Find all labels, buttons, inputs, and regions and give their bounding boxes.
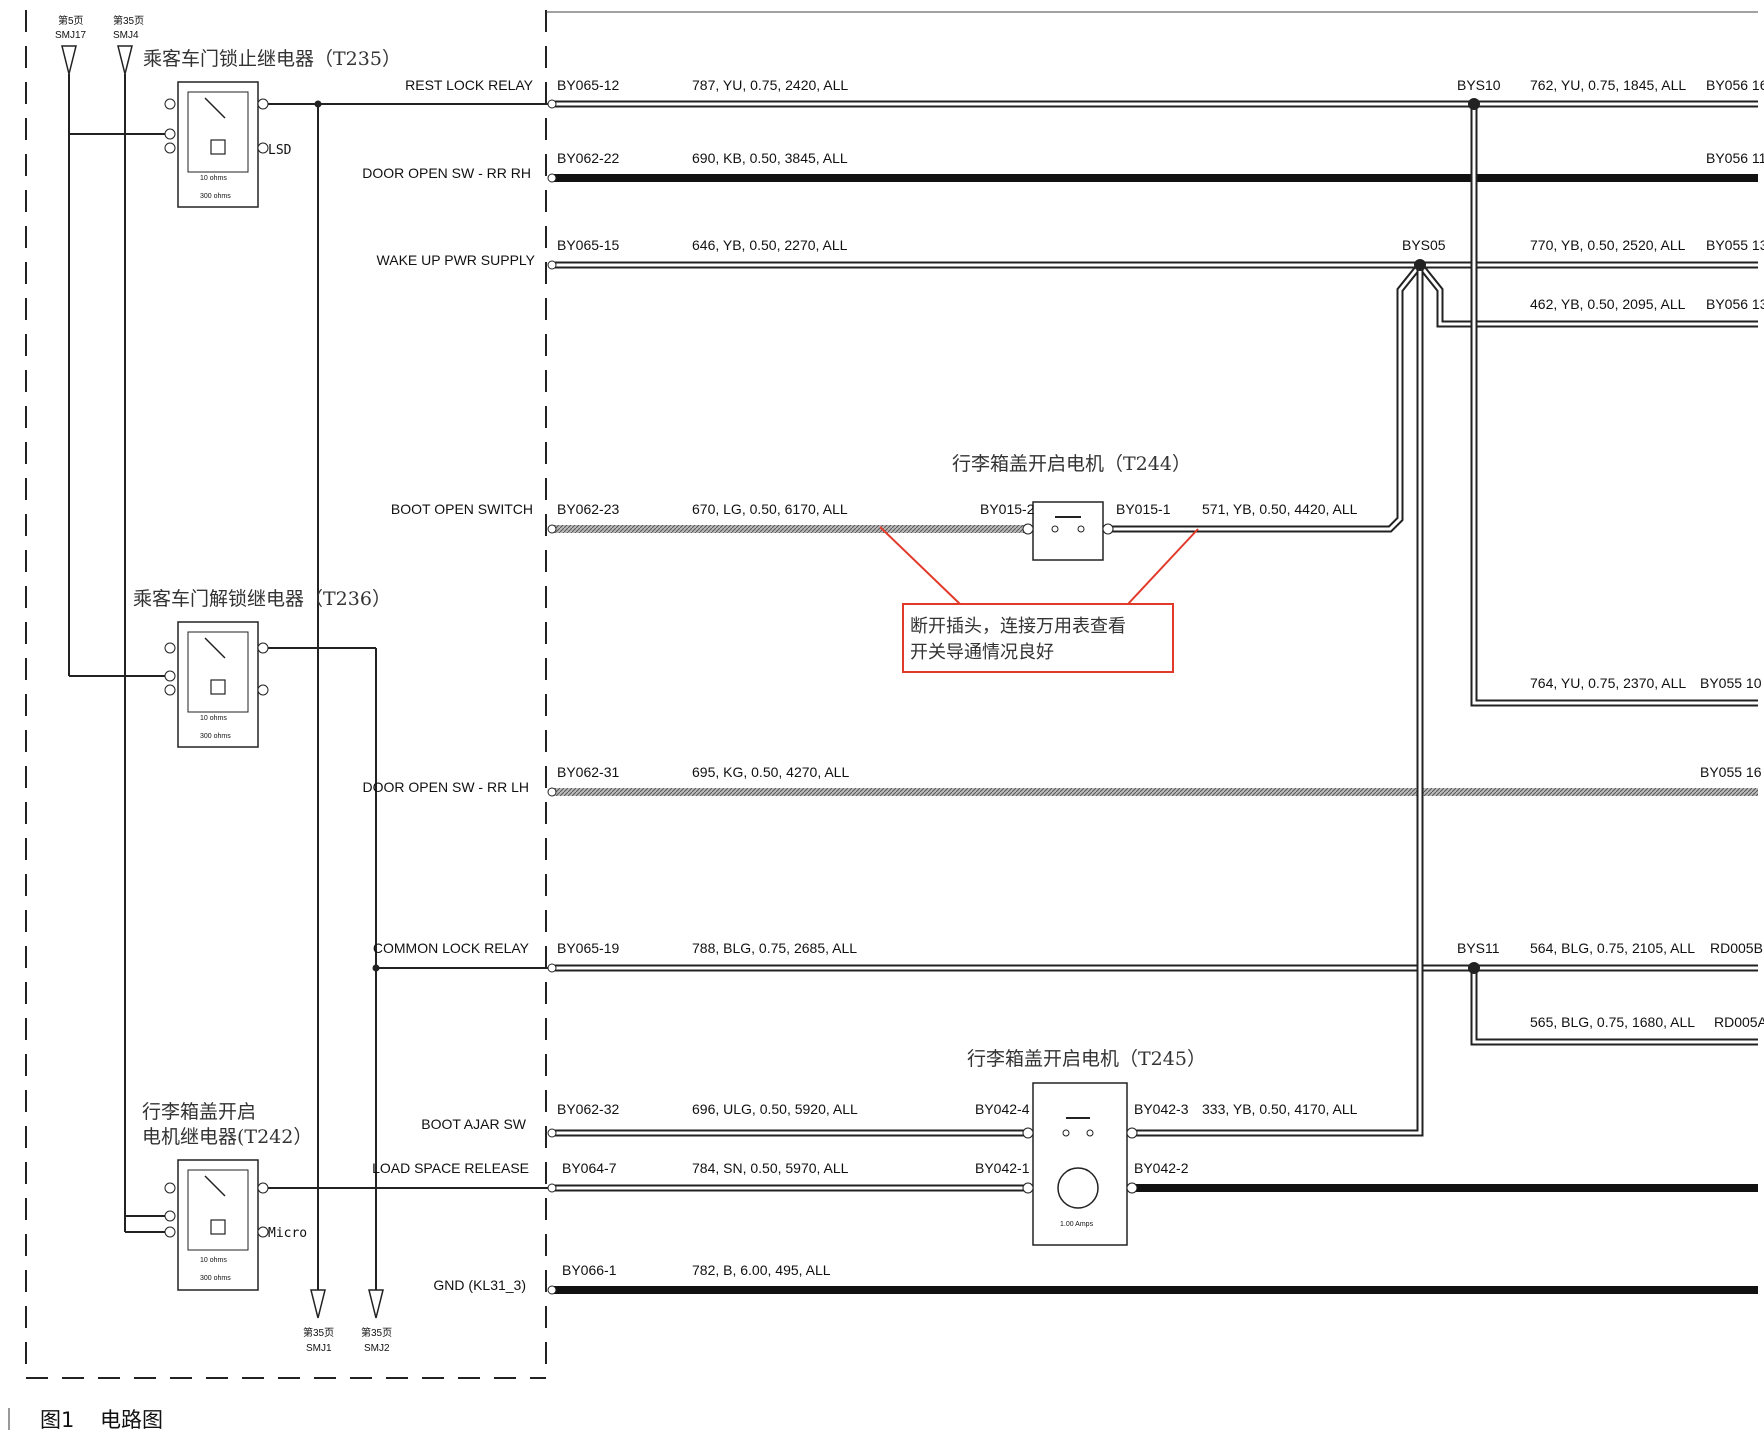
svg-text:564, BLG, 0.75, 2105, ALL: 564, BLG, 0.75, 2105, ALL — [1530, 940, 1695, 956]
svg-text:图1: 图1 — [40, 1408, 74, 1432]
svg-text:DOOR OPEN SW - RR LH: DOOR OPEN SW - RR LH — [363, 779, 529, 795]
svg-text:BY042-2: BY042-2 — [1134, 1160, 1189, 1176]
right-connector-labels: BY056 16 BY056 11 BY055 13 BY056 13 BY05… — [1700, 77, 1764, 1030]
svg-text:770, YB, 0.50, 2520, ALL: 770, YB, 0.50, 2520, ALL — [1530, 237, 1686, 253]
svg-text:10 ohms: 10 ohms — [200, 1257, 227, 1264]
svg-text:BY066-1: BY066-1 — [562, 1262, 617, 1278]
svg-text:1.00 Amps: 1.00 Amps — [1060, 1221, 1094, 1228]
svg-text:462, YB, 0.50, 2095, ALL: 462, YB, 0.50, 2095, ALL — [1530, 296, 1686, 312]
motor-t245: 行李箱盖开启电机（T245） 1.00 Amps BY042-4 BY042-3… — [967, 1048, 1206, 1246]
svg-text:SMJ4: SMJ4 — [113, 30, 139, 41]
svg-text:10 ohms: 10 ohms — [200, 175, 227, 182]
module-boundary — [25, 10, 1758, 1379]
svg-text:BY065-19: BY065-19 — [557, 940, 619, 956]
svg-text:BY042-3: BY042-3 — [1134, 1101, 1189, 1117]
svg-text:第35页: 第35页 — [113, 14, 144, 27]
splice-labels: BYS10 BYS05 BYS11 — [1402, 77, 1501, 956]
svg-text:696, ULG, 0.50, 5920, ALL: 696, ULG, 0.50, 5920, ALL — [692, 1101, 858, 1117]
wire-labels: 787, YU, 0.75, 2420, ALL 690, KB, 0.50, … — [692, 77, 1695, 1278]
svg-text:第35页: 第35页 — [361, 1326, 392, 1339]
svg-text:695, KG, 0.50, 4270, ALL: 695, KG, 0.50, 4270, ALL — [692, 764, 849, 780]
switch-t244: 行李箱盖开启电机（T244） BY015-2 BY015-1 — [952, 453, 1191, 561]
svg-text:LSD: LSD — [268, 143, 292, 158]
svg-text:BY042-1: BY042-1 — [975, 1160, 1030, 1176]
svg-text:300 ohms: 300 ohms — [200, 193, 231, 200]
svg-text:571, YB, 0.50, 4420, ALL: 571, YB, 0.50, 4420, ALL — [1202, 501, 1358, 517]
svg-text:782, B, 6.00, 495, ALL: 782, B, 6.00, 495, ALL — [692, 1262, 831, 1278]
svg-text:BY056 13: BY056 13 — [1706, 296, 1764, 312]
pin-labels: BY065-12 BY062-22 BY065-15 BY062-23 BY06… — [557, 77, 619, 1278]
page-ref-top-right: 第35页 SMJ4 — [113, 14, 144, 1232]
svg-text:电机继电器(T242）: 电机继电器(T242） — [142, 1126, 312, 1148]
svg-text:SMJ1: SMJ1 — [306, 1343, 332, 1354]
svg-text:BYS05: BYS05 — [1402, 237, 1446, 253]
svg-text:300 ohms: 300 ohms — [200, 733, 231, 740]
svg-text:BYS11: BYS11 — [1457, 940, 1500, 956]
relay-t242: 行李箱盖开启 电机继电器(T242） 10 ohms 300 ohms Micr… — [125, 1101, 548, 1291]
svg-text:BY056 16: BY056 16 — [1706, 77, 1764, 93]
svg-text:REST LOCK RELAY: REST LOCK RELAY — [405, 77, 534, 93]
svg-text:WAKE UP PWR SUPPLY: WAKE UP PWR SUPPLY — [377, 252, 536, 268]
svg-text:GND (KL31_3): GND (KL31_3) — [433, 1277, 526, 1293]
svg-text:690, KB, 0.50, 3845, ALL: 690, KB, 0.50, 3845, ALL — [692, 150, 848, 166]
svg-text:BY056 11: BY056 11 — [1706, 150, 1764, 166]
svg-text:第5页: 第5页 — [58, 14, 84, 27]
svg-text:333, YB, 0.50, 4170, ALL: 333, YB, 0.50, 4170, ALL — [1202, 1101, 1358, 1117]
svg-text:BY055 10: BY055 10 — [1700, 675, 1762, 691]
svg-text:SMJ2: SMJ2 — [364, 1343, 390, 1354]
svg-text:787, YU, 0.75, 2420, ALL: 787, YU, 0.75, 2420, ALL — [692, 77, 848, 93]
svg-text:300 ohms: 300 ohms — [200, 1275, 231, 1282]
signal-labels: REST LOCK RELAY DOOR OPEN SW - RR RH WAK… — [362, 77, 535, 1293]
svg-text:SMJ17: SMJ17 — [55, 30, 87, 41]
wire-bundles — [547, 98, 1758, 1295]
svg-text:762, YU, 0.75, 1845, ALL: 762, YU, 0.75, 1845, ALL — [1530, 77, 1686, 93]
svg-text:646, YB, 0.50, 2270, ALL: 646, YB, 0.50, 2270, ALL — [692, 237, 848, 253]
svg-text:BY065-12: BY065-12 — [557, 77, 619, 93]
page-ref-top-left: 第5页 SMJ17 — [55, 14, 87, 676]
svg-text:BY062-23: BY062-23 — [557, 501, 619, 517]
svg-text:行李箱盖开启电机（T245）: 行李箱盖开启电机（T245） — [967, 1048, 1206, 1070]
svg-text:行李箱盖开启: 行李箱盖开启 — [142, 1101, 256, 1123]
svg-text:乘客车门解锁继电器（T236）: 乘客车门解锁继电器（T236） — [133, 588, 391, 610]
svg-text:BY042-4: BY042-4 — [975, 1101, 1030, 1117]
svg-text:10 ohms: 10 ohms — [200, 715, 227, 722]
svg-text:BY062-32: BY062-32 — [557, 1101, 619, 1117]
svg-text:BOOT OPEN SWITCH: BOOT OPEN SWITCH — [391, 501, 533, 517]
svg-text:LOAD SPACE RELEASE: LOAD SPACE RELEASE — [372, 1160, 529, 1176]
svg-text:BY065-15: BY065-15 — [557, 237, 619, 253]
svg-text:第35页: 第35页 — [303, 1326, 334, 1339]
svg-text:DOOR OPEN SW - RR RH: DOOR OPEN SW - RR RH — [362, 165, 531, 181]
relay-t236: 乘客车门解锁继电器（T236） 10 ohms 300 ohms — [69, 588, 548, 1290]
svg-text:电路图: 电路图 — [100, 1408, 163, 1432]
svg-text:784, SN, 0.50, 5970, ALL: 784, SN, 0.50, 5970, ALL — [692, 1160, 849, 1176]
svg-text:BY064-7: BY064-7 — [562, 1160, 617, 1176]
svg-text:开关导通情况良好: 开关导通情况良好 — [910, 642, 1054, 663]
figure-caption: 图1 电路图 — [8, 1408, 163, 1432]
page-ref-bottom-right: 第35页 SMJ2 — [361, 1289, 392, 1354]
svg-text:BY015-1: BY015-1 — [1116, 501, 1171, 517]
svg-text:Micro: Micro — [268, 1226, 307, 1241]
svg-text:BOOT AJAR SW: BOOT AJAR SW — [421, 1116, 527, 1132]
svg-text:COMMON LOCK RELAY: COMMON LOCK RELAY — [373, 940, 530, 956]
page-ref-bottom-left: 第35页 SMJ1 — [303, 1289, 334, 1354]
svg-text:乘客车门锁止继电器（T235）: 乘客车门锁止继电器（T235） — [143, 48, 401, 70]
svg-text:BY062-22: BY062-22 — [557, 150, 619, 166]
svg-text:BY055 13: BY055 13 — [1706, 237, 1764, 253]
svg-text:BYS10: BYS10 — [1457, 77, 1501, 93]
relay-t235: 乘客车门锁止继电器（T235） 10 ohms 300 ohms LSD — [69, 48, 548, 1290]
svg-text:断开插头，连接万用表查看: 断开插头，连接万用表查看 — [910, 616, 1126, 637]
svg-text:788, BLG, 0.75, 2685, ALL: 788, BLG, 0.75, 2685, ALL — [692, 940, 857, 956]
svg-text:BY015-2: BY015-2 — [980, 501, 1035, 517]
svg-text:565, BLG, 0.75, 1680, ALL: 565, BLG, 0.75, 1680, ALL — [1530, 1014, 1695, 1030]
svg-text:BY062-31: BY062-31 — [557, 764, 619, 780]
svg-text:BY055 16: BY055 16 — [1700, 764, 1762, 780]
svg-text:764, YU, 0.75, 2370, ALL: 764, YU, 0.75, 2370, ALL — [1530, 675, 1686, 691]
svg-text:行李箱盖开启电机（T244）: 行李箱盖开启电机（T244） — [952, 453, 1191, 475]
svg-text:670, LG, 0.50, 6170, ALL: 670, LG, 0.50, 6170, ALL — [692, 501, 848, 517]
svg-text:RD005A: RD005A — [1714, 1014, 1764, 1030]
svg-text:RD005B: RD005B — [1710, 940, 1763, 956]
annotation-callout: 断开插头，连接万用表查看 开关导通情况良好 — [879, 526, 1199, 673]
